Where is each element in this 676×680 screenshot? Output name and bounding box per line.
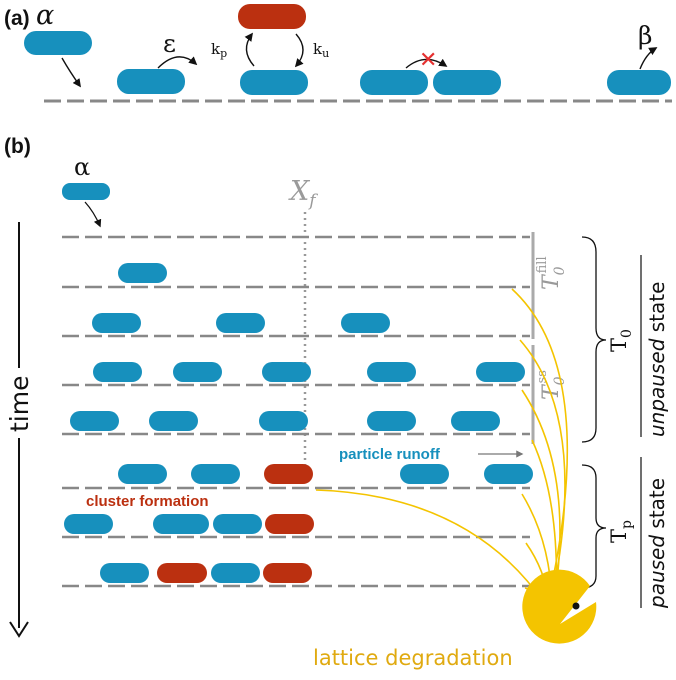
particle <box>173 362 222 382</box>
epsilon-symbol: ε <box>163 29 176 58</box>
particle-paused <box>264 464 313 484</box>
lattice-rows <box>62 235 530 588</box>
particle <box>93 362 142 382</box>
t0-fill-sup: fill <box>535 256 550 273</box>
panel-a: (a) α ε kp ku ✕ β <box>4 0 672 103</box>
particle-paused <box>263 563 312 583</box>
particle <box>216 313 265 333</box>
hop-arrow <box>157 56 198 69</box>
blocked-cross-icon: ✕ <box>419 48 437 73</box>
particle <box>367 362 416 382</box>
curve-8 <box>315 489 546 605</box>
particle-blocked-left <box>360 70 428 95</box>
particle <box>100 563 149 583</box>
ku-sub: u <box>322 47 329 60</box>
particle-paused <box>265 514 314 534</box>
particle <box>149 411 198 431</box>
ku-label: ku <box>313 40 329 60</box>
tp-label: Tp <box>607 520 635 543</box>
particle-exiting <box>607 70 671 95</box>
paused-state-label: paused state <box>645 478 669 609</box>
tp-sub: p <box>619 520 635 529</box>
kp-label: kp <box>211 40 227 60</box>
lattice-degradation-label: lattice degradation <box>313 646 513 670</box>
t0-label: T0 <box>607 329 635 352</box>
particle <box>259 411 308 431</box>
brace-tp <box>581 464 607 589</box>
particle <box>70 411 119 431</box>
particle <box>211 563 260 583</box>
panel-b: (b) α Xf <box>4 135 669 670</box>
particle-unpaused-a <box>240 70 308 95</box>
xf-label: Xf <box>288 176 318 211</box>
particle <box>153 514 209 534</box>
exit-arrow <box>639 47 658 70</box>
unpaused-word: unpaused <box>645 338 669 437</box>
blocked-hop-arrow <box>405 58 448 69</box>
particle-entering <box>24 31 92 55</box>
particle <box>262 362 311 382</box>
particle <box>191 464 240 484</box>
pacman-eye <box>572 602 580 610</box>
pause-arrow <box>244 32 255 67</box>
unpaused-state-label: unpaused state <box>645 282 669 437</box>
particle <box>64 514 113 534</box>
time-label-bg <box>8 368 32 438</box>
entry-arrow-b <box>84 201 102 228</box>
alpha-symbol-b: α <box>74 153 90 181</box>
t0-fill-sub: 0 <box>552 266 568 275</box>
unpause-arrow <box>294 33 304 68</box>
alpha-symbol-a: α <box>36 0 54 31</box>
paused-state-word: state <box>645 478 669 535</box>
particles-b <box>64 263 533 583</box>
time-label: time <box>5 376 34 432</box>
particle <box>367 411 416 431</box>
brace-t0 <box>581 236 607 443</box>
particle <box>213 514 262 534</box>
particle <box>400 464 449 484</box>
panel-b-label: (b) <box>4 135 31 158</box>
beta-symbol: β <box>638 21 652 50</box>
particle <box>118 263 167 283</box>
particle <box>484 464 533 484</box>
t0-sub: 0 <box>619 329 635 338</box>
particle-paused-a <box>238 4 306 29</box>
pacman-icon <box>522 569 597 644</box>
xf-sub: f <box>307 191 318 211</box>
entry-arrow-a <box>61 57 81 88</box>
unpaused-state-word: state <box>645 282 669 339</box>
particle <box>476 362 525 382</box>
t0-fill-label: T0fill <box>535 256 568 290</box>
kp-sub: p <box>220 47 227 60</box>
particle-entering-b <box>62 183 110 200</box>
particle <box>341 313 390 333</box>
particle-paused <box>157 563 207 583</box>
particle <box>451 411 500 431</box>
particle-runoff-label: particle runoff <box>339 446 441 463</box>
particle-hopping <box>117 69 185 94</box>
cluster-formation-label: cluster formation <box>86 493 209 510</box>
panel-a-label: (a) <box>4 7 30 30</box>
paused-word: paused <box>645 535 669 609</box>
particle <box>92 313 141 333</box>
particle-blocked-right <box>433 70 501 95</box>
time-arrowhead <box>9 621 29 638</box>
particle <box>118 464 167 484</box>
